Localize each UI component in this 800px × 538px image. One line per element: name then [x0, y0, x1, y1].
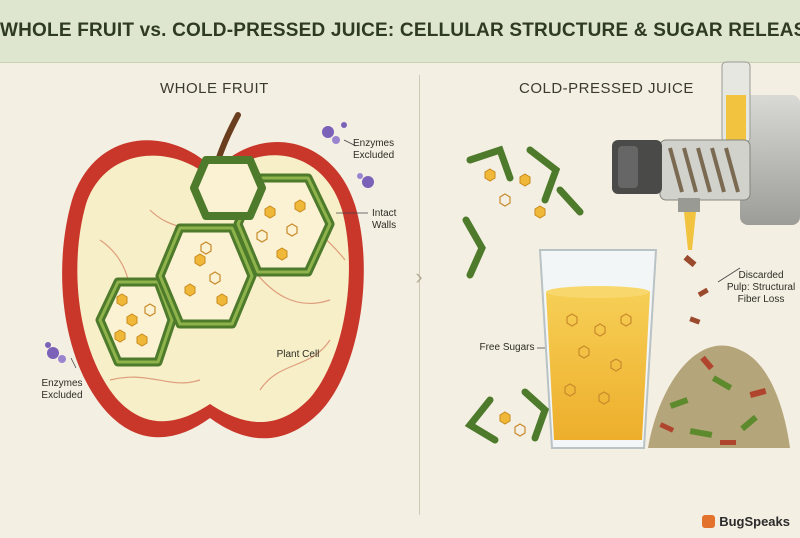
brand-logo: BugSpeaks: [702, 514, 790, 529]
juicer: [612, 61, 800, 250]
cell-4: [190, 156, 266, 220]
cell-3: [233, 173, 335, 277]
pulp-pile: [648, 254, 790, 448]
title-banner: WHOLE FRUIT vs. COLD-PRESSED JUICE: CELL…: [0, 0, 800, 63]
enzymes-excluded-top-label: Enzymes Excluded: [353, 138, 395, 161]
enzyme-icon: [45, 122, 374, 363]
leader-lines: [70, 139, 741, 369]
plant-cell-label: Plant Cell: [276, 349, 320, 360]
free-sugars-label: Free Sugars: [479, 342, 535, 353]
juice-glass: [538, 249, 658, 449]
chevron-right-icon: ›: [415, 264, 423, 289]
enzymes-excluded-bottom-label: Enzymes Excluded: [41, 378, 83, 401]
brand-name: BugSpeaks: [719, 514, 790, 529]
intact-walls-label: Intact Walls: [372, 208, 397, 231]
panel-divider: [419, 75, 420, 515]
whole-fruit-heading: WHOLE FRUIT: [160, 80, 269, 97]
bugspeaks-logo-icon: [702, 515, 716, 528]
free-sugar-molecules: [484, 168, 546, 437]
plant-cells: [95, 156, 335, 367]
discarded-pulp-label: Discarded Pulp: Structural Fiber Loss: [726, 270, 796, 305]
sugar-molecule: [116, 293, 128, 307]
cell-2: [155, 223, 257, 329]
broken-cell-fragments: [462, 145, 584, 444]
cold-pressed-juice-heading: COLD-PRESSED JUICE: [519, 80, 694, 97]
page-title: WHOLE FRUIT vs. COLD-PRESSED JUICE: CELL…: [0, 20, 800, 41]
